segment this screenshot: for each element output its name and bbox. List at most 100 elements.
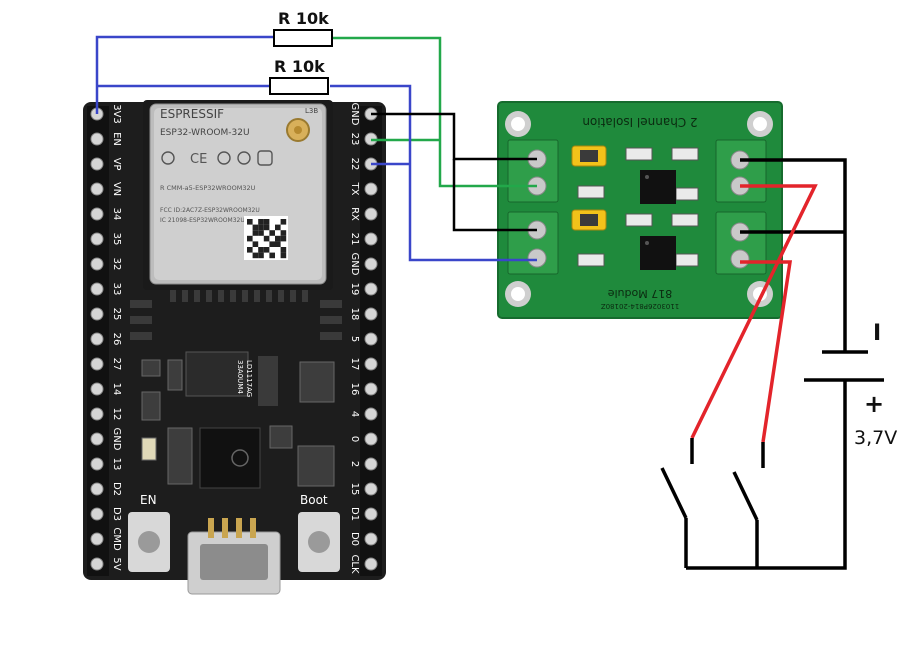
output-terminal-1[interactable] <box>715 139 767 203</box>
pin-21-right[interactable] <box>364 232 378 246</box>
wire-red-2 <box>740 260 793 443</box>
pin-label: CLK <box>349 554 360 574</box>
pin-d0-right[interactable] <box>364 532 378 546</box>
pc817-chip-2 <box>640 236 676 270</box>
pin-26-left[interactable] <box>90 332 104 346</box>
output-terminal-2[interactable] <box>715 211 767 275</box>
pin-label: EN <box>111 132 122 146</box>
certification-logos: CE <box>161 150 273 167</box>
pin-15-right[interactable] <box>364 482 378 496</box>
module-serial: 1103026P814-20180Z <box>601 302 680 310</box>
wire-green <box>332 36 537 188</box>
pin-label: 2 <box>349 461 360 467</box>
pin-en-left[interactable] <box>90 132 104 146</box>
pin-label: 22 <box>349 158 360 171</box>
pin-gnd-left[interactable] <box>90 432 104 446</box>
svg-text:CE: CE <box>190 152 207 167</box>
pin-tx-right[interactable] <box>364 182 378 196</box>
pin-17-right[interactable] <box>364 357 378 371</box>
wire-black-out-1 <box>740 158 847 352</box>
pin-label: 0 <box>349 436 360 442</box>
ldo-regulator: LD1117AG 33A0UM4 <box>185 351 278 406</box>
pin-d1-right[interactable] <box>364 507 378 521</box>
jumper-2[interactable] <box>571 209 607 231</box>
wire-red-1 <box>690 184 818 439</box>
battery-symbol <box>804 350 884 382</box>
pin-vn-left[interactable] <box>90 182 104 196</box>
pin-label: 27 <box>111 358 122 371</box>
wire-black-return <box>686 380 847 570</box>
micro-usb-port[interactable] <box>187 518 281 595</box>
resistor-1 <box>273 29 333 47</box>
pin-label: 19 <box>349 283 360 296</box>
pin-clk-right[interactable] <box>364 557 378 571</box>
pin-5-right[interactable] <box>364 332 378 346</box>
pin-13-left[interactable] <box>90 457 104 471</box>
pc817-chip-1 <box>640 170 676 204</box>
svg-text:LD1117AG: LD1117AG <box>245 360 253 397</box>
jumper-1[interactable] <box>571 145 607 167</box>
pin-32-left[interactable] <box>90 257 104 271</box>
pin-2-right[interactable] <box>364 457 378 471</box>
pin-33-left[interactable] <box>90 282 104 296</box>
wire-black-gnd-2 <box>452 159 537 232</box>
pin-34-left[interactable] <box>90 207 104 221</box>
battery-voltage: 3,7V <box>854 427 897 449</box>
pin-label: 5V <box>111 557 122 570</box>
pin-label: 34 <box>111 208 122 221</box>
wire-black-gnd <box>371 112 537 161</box>
pin-vp-left[interactable] <box>90 157 104 171</box>
pin-cmd-left[interactable] <box>90 532 104 546</box>
input-terminal-1[interactable] <box>507 139 559 203</box>
pin-label: GND <box>349 253 360 276</box>
svg-text:IC 21098-ESP32WROOM32U: IC 21098-ESP32WROOM32U <box>160 217 245 224</box>
antenna-label: L3B <box>305 107 318 115</box>
boot-label: Boot <box>300 493 328 507</box>
pin-label: 25 <box>111 308 122 321</box>
pin-gnd-right[interactable] <box>364 257 378 271</box>
usb-uart-chip <box>199 427 261 489</box>
pin-label: GND <box>349 103 360 126</box>
pin-18-right[interactable] <box>364 307 378 321</box>
pin-4-right[interactable] <box>364 407 378 421</box>
pin-14-left[interactable] <box>90 382 104 396</box>
pin-25-left[interactable] <box>90 307 104 321</box>
module-title: 2 Channel Isolation <box>582 115 697 129</box>
pin-rx-right[interactable] <box>364 207 378 221</box>
pin-d2-left[interactable] <box>90 482 104 496</box>
battery-plus: + <box>864 390 884 418</box>
pin-label: VP <box>111 158 122 171</box>
en-button[interactable] <box>128 512 170 572</box>
pin-12-left[interactable] <box>90 407 104 421</box>
wire-blue-3 <box>330 84 537 262</box>
input-terminal-2[interactable] <box>507 211 559 275</box>
pin-label: 21 <box>349 233 360 246</box>
pin-0-right[interactable] <box>364 432 378 446</box>
pin-16-right[interactable] <box>364 382 378 396</box>
module-name: 817 Module <box>608 287 673 300</box>
pin-label: 26 <box>111 333 122 346</box>
pin-label: 5 <box>349 336 360 342</box>
pin-d3-left[interactable] <box>90 507 104 521</box>
passive-components <box>141 359 335 487</box>
pin-label: VN <box>111 182 122 196</box>
pin-5v-left[interactable] <box>90 557 104 571</box>
optocoupler-module: 2 Channel Isolation 817 Module 1103026P8… <box>497 101 783 319</box>
switch-1 <box>660 438 694 568</box>
esp32-board: 3V3ENVPVN343532332526271412GND13D2D3CMD5… <box>83 100 386 595</box>
left-pin-labels: 3V3ENVPVN343532332526271412GND13D2D3CMD5… <box>111 104 122 571</box>
svg-text:33A0UM4: 33A0UM4 <box>236 360 244 394</box>
pin-35-left[interactable] <box>90 232 104 246</box>
pin-label: GND <box>111 428 122 451</box>
resistor-2-label: R 10k <box>274 57 325 76</box>
pin-19-right[interactable] <box>364 282 378 296</box>
module-text: ESP32-WROOM-32U <box>160 128 250 138</box>
pin-label: 16 <box>349 383 360 396</box>
pin-label: D1 <box>349 507 360 521</box>
svg-text:R CMM-a5-ESP32WROOM32U: R CMM-a5-ESP32WROOM32U <box>160 184 256 192</box>
pin-27-left[interactable] <box>90 357 104 371</box>
boot-button[interactable] <box>298 512 340 572</box>
pin-label: TX <box>349 182 360 196</box>
side-pads <box>130 300 342 340</box>
